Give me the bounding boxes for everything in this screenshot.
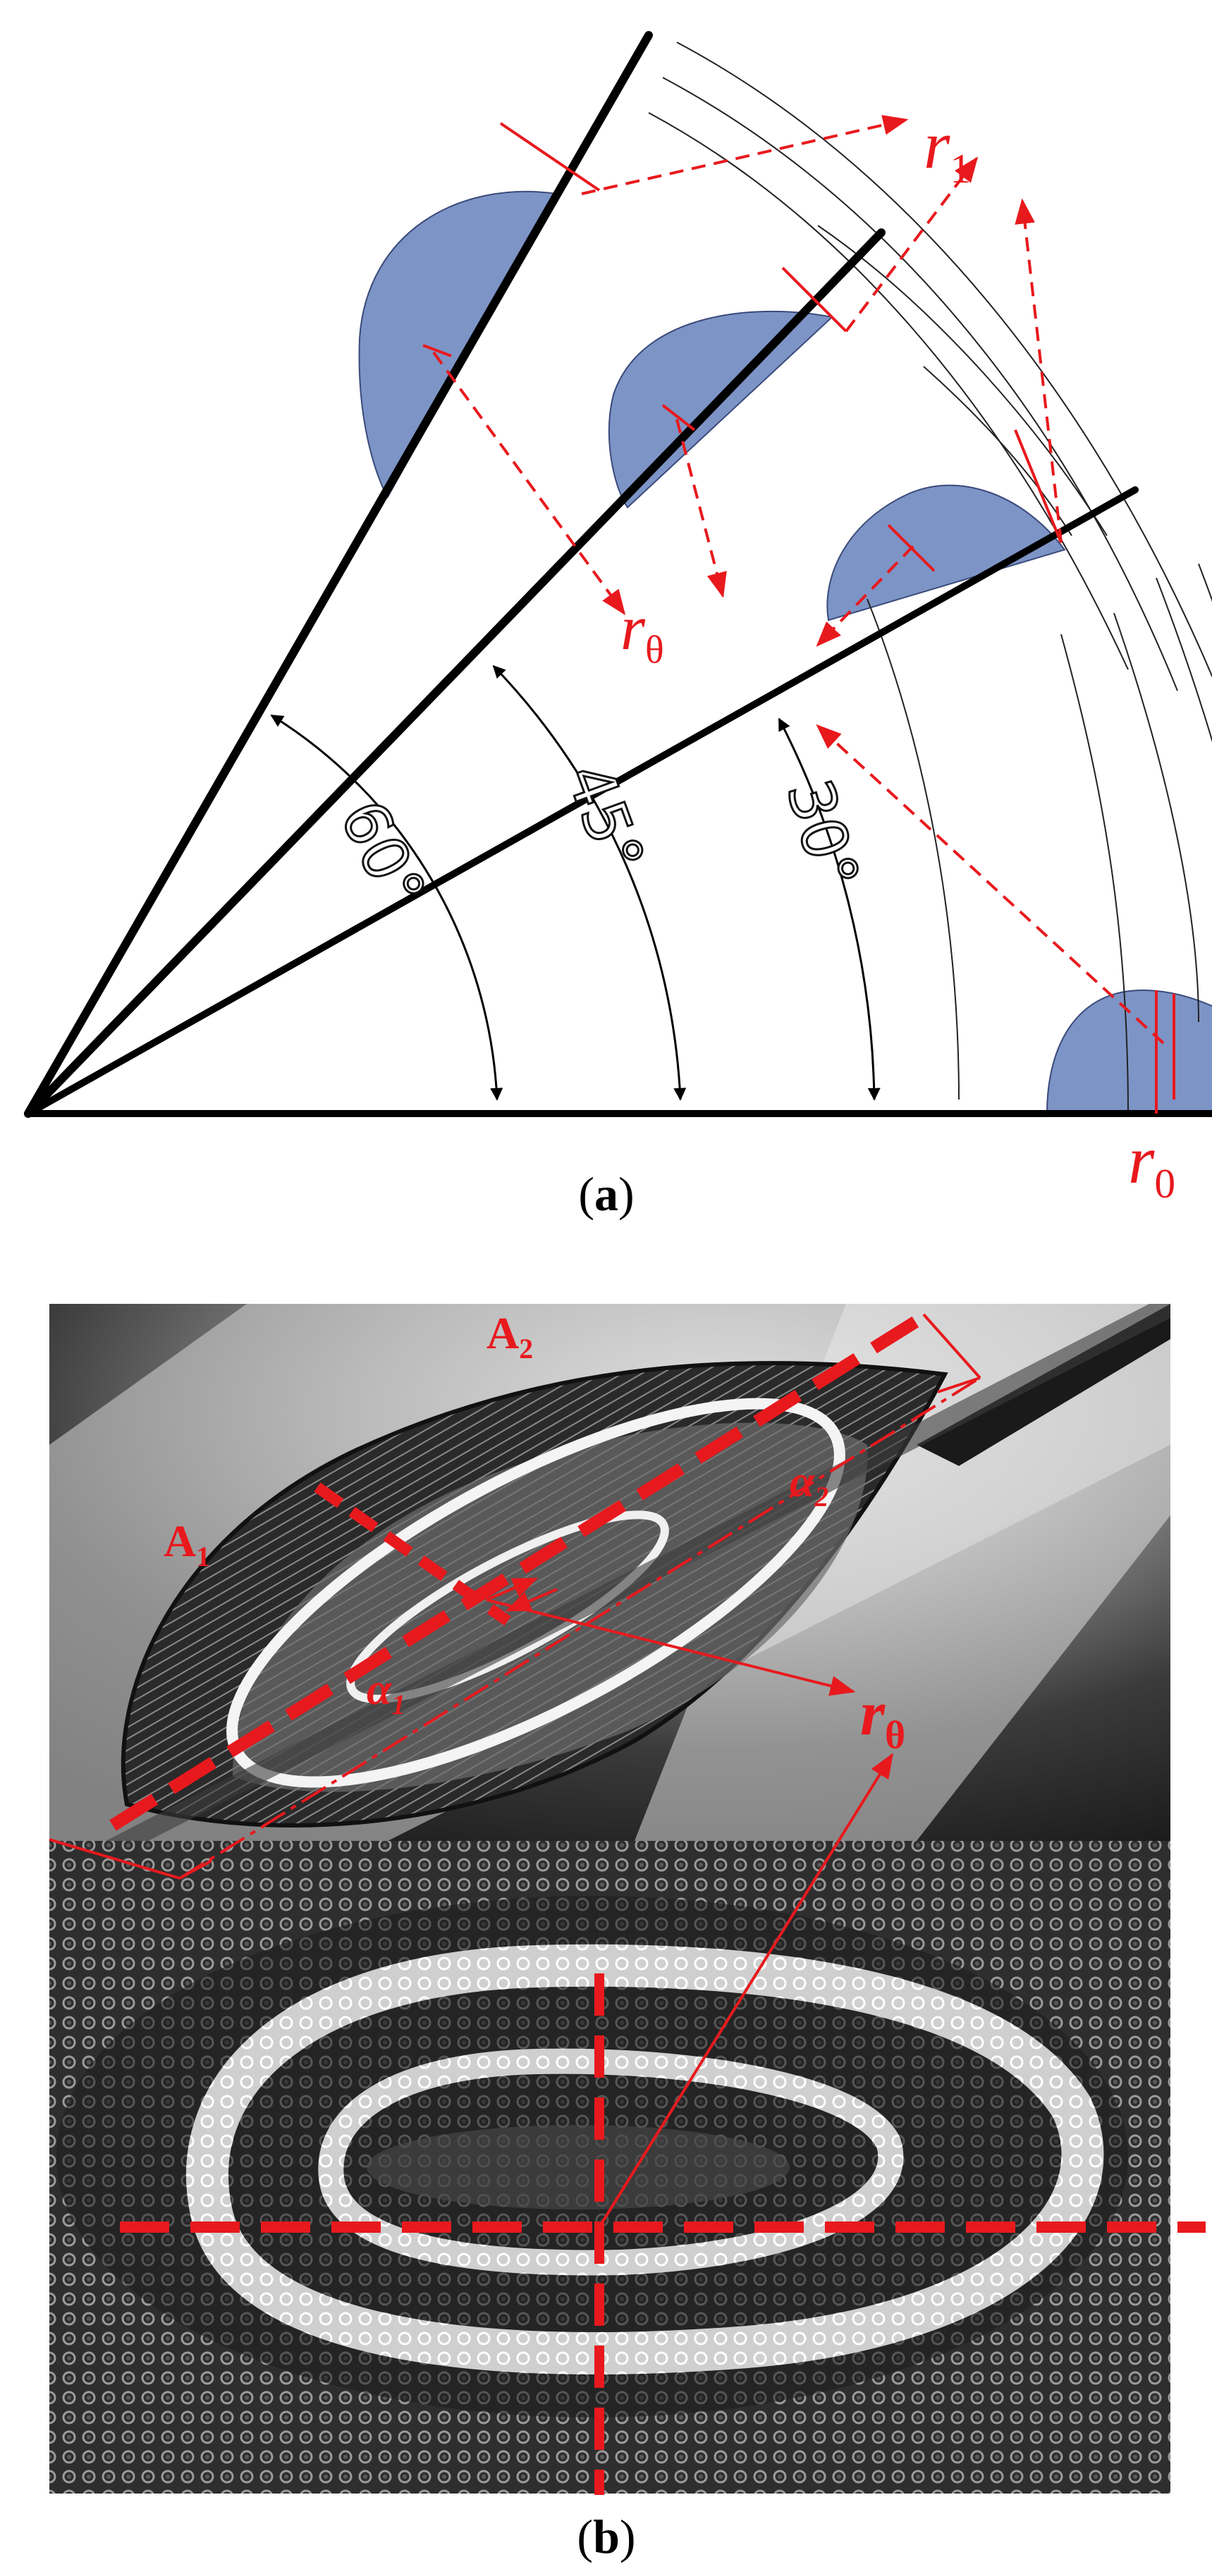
caption-b-letter: b xyxy=(593,2510,620,2563)
arc-45 xyxy=(492,665,687,1101)
panel-a xyxy=(24,31,1212,1118)
label-alpha1-main: α xyxy=(367,1664,392,1714)
photo-top-view xyxy=(49,1841,1170,2494)
label-A1-main: A xyxy=(164,1516,197,1566)
caption-a-letter: a xyxy=(594,1167,618,1221)
label-A2-main: A xyxy=(486,1308,520,1358)
droplet-60 xyxy=(358,190,558,498)
label-alpha2: α2 xyxy=(790,1455,828,1513)
line-60deg xyxy=(24,31,653,1118)
panel-b xyxy=(49,1304,1206,2495)
label-rtheta-b: rθ xyxy=(860,1677,905,1758)
label-alpha1: α1 xyxy=(367,1663,405,1721)
droplet-base xyxy=(1046,989,1212,1114)
angle-arcs xyxy=(270,665,881,1101)
label-rtheta-b-main: r xyxy=(860,1679,886,1749)
axis-minor xyxy=(314,1482,511,1626)
label-rtheta-b-sub: θ xyxy=(885,1713,906,1758)
arc-30 xyxy=(778,717,881,1101)
concentric-arcs xyxy=(648,42,1212,1114)
label-r1: r1 xyxy=(924,106,971,193)
label-r1-sub: 1 xyxy=(950,144,972,192)
radial-lines xyxy=(24,31,1212,1118)
line-45deg xyxy=(24,228,886,1118)
label-alpha2-sub: 2 xyxy=(814,1481,829,1512)
photo-side-view xyxy=(49,1304,1170,1841)
label-A1: A1 xyxy=(164,1515,210,1573)
label-alpha1-sub: 1 xyxy=(391,1689,406,1720)
axis-major xyxy=(109,1309,931,1831)
red-annotations xyxy=(422,115,1175,1114)
label-r0: r0 xyxy=(1128,1121,1175,1208)
label-A1-sub: 1 xyxy=(196,1541,211,1572)
caption-b: (b) xyxy=(577,2510,636,2563)
label-rtheta-a-main: r xyxy=(620,593,646,663)
label-A2: A2 xyxy=(486,1307,533,1365)
label-rtheta-a-sub: θ xyxy=(645,628,664,672)
label-rtheta-a: rθ xyxy=(620,592,664,673)
red-annotations-b xyxy=(49,1309,1206,2495)
label-r0-sub: 0 xyxy=(1154,1159,1176,1207)
caption-a: (a) xyxy=(578,1167,635,1221)
droplets xyxy=(358,190,1212,1114)
label-A2-sub: 2 xyxy=(519,1333,534,1364)
label-r1-main: r xyxy=(924,107,950,183)
label-r0-main: r xyxy=(1128,1122,1155,1197)
droplet-30 xyxy=(826,484,1066,622)
arc-60 xyxy=(270,714,503,1101)
label-alpha2-main: α xyxy=(790,1456,815,1506)
